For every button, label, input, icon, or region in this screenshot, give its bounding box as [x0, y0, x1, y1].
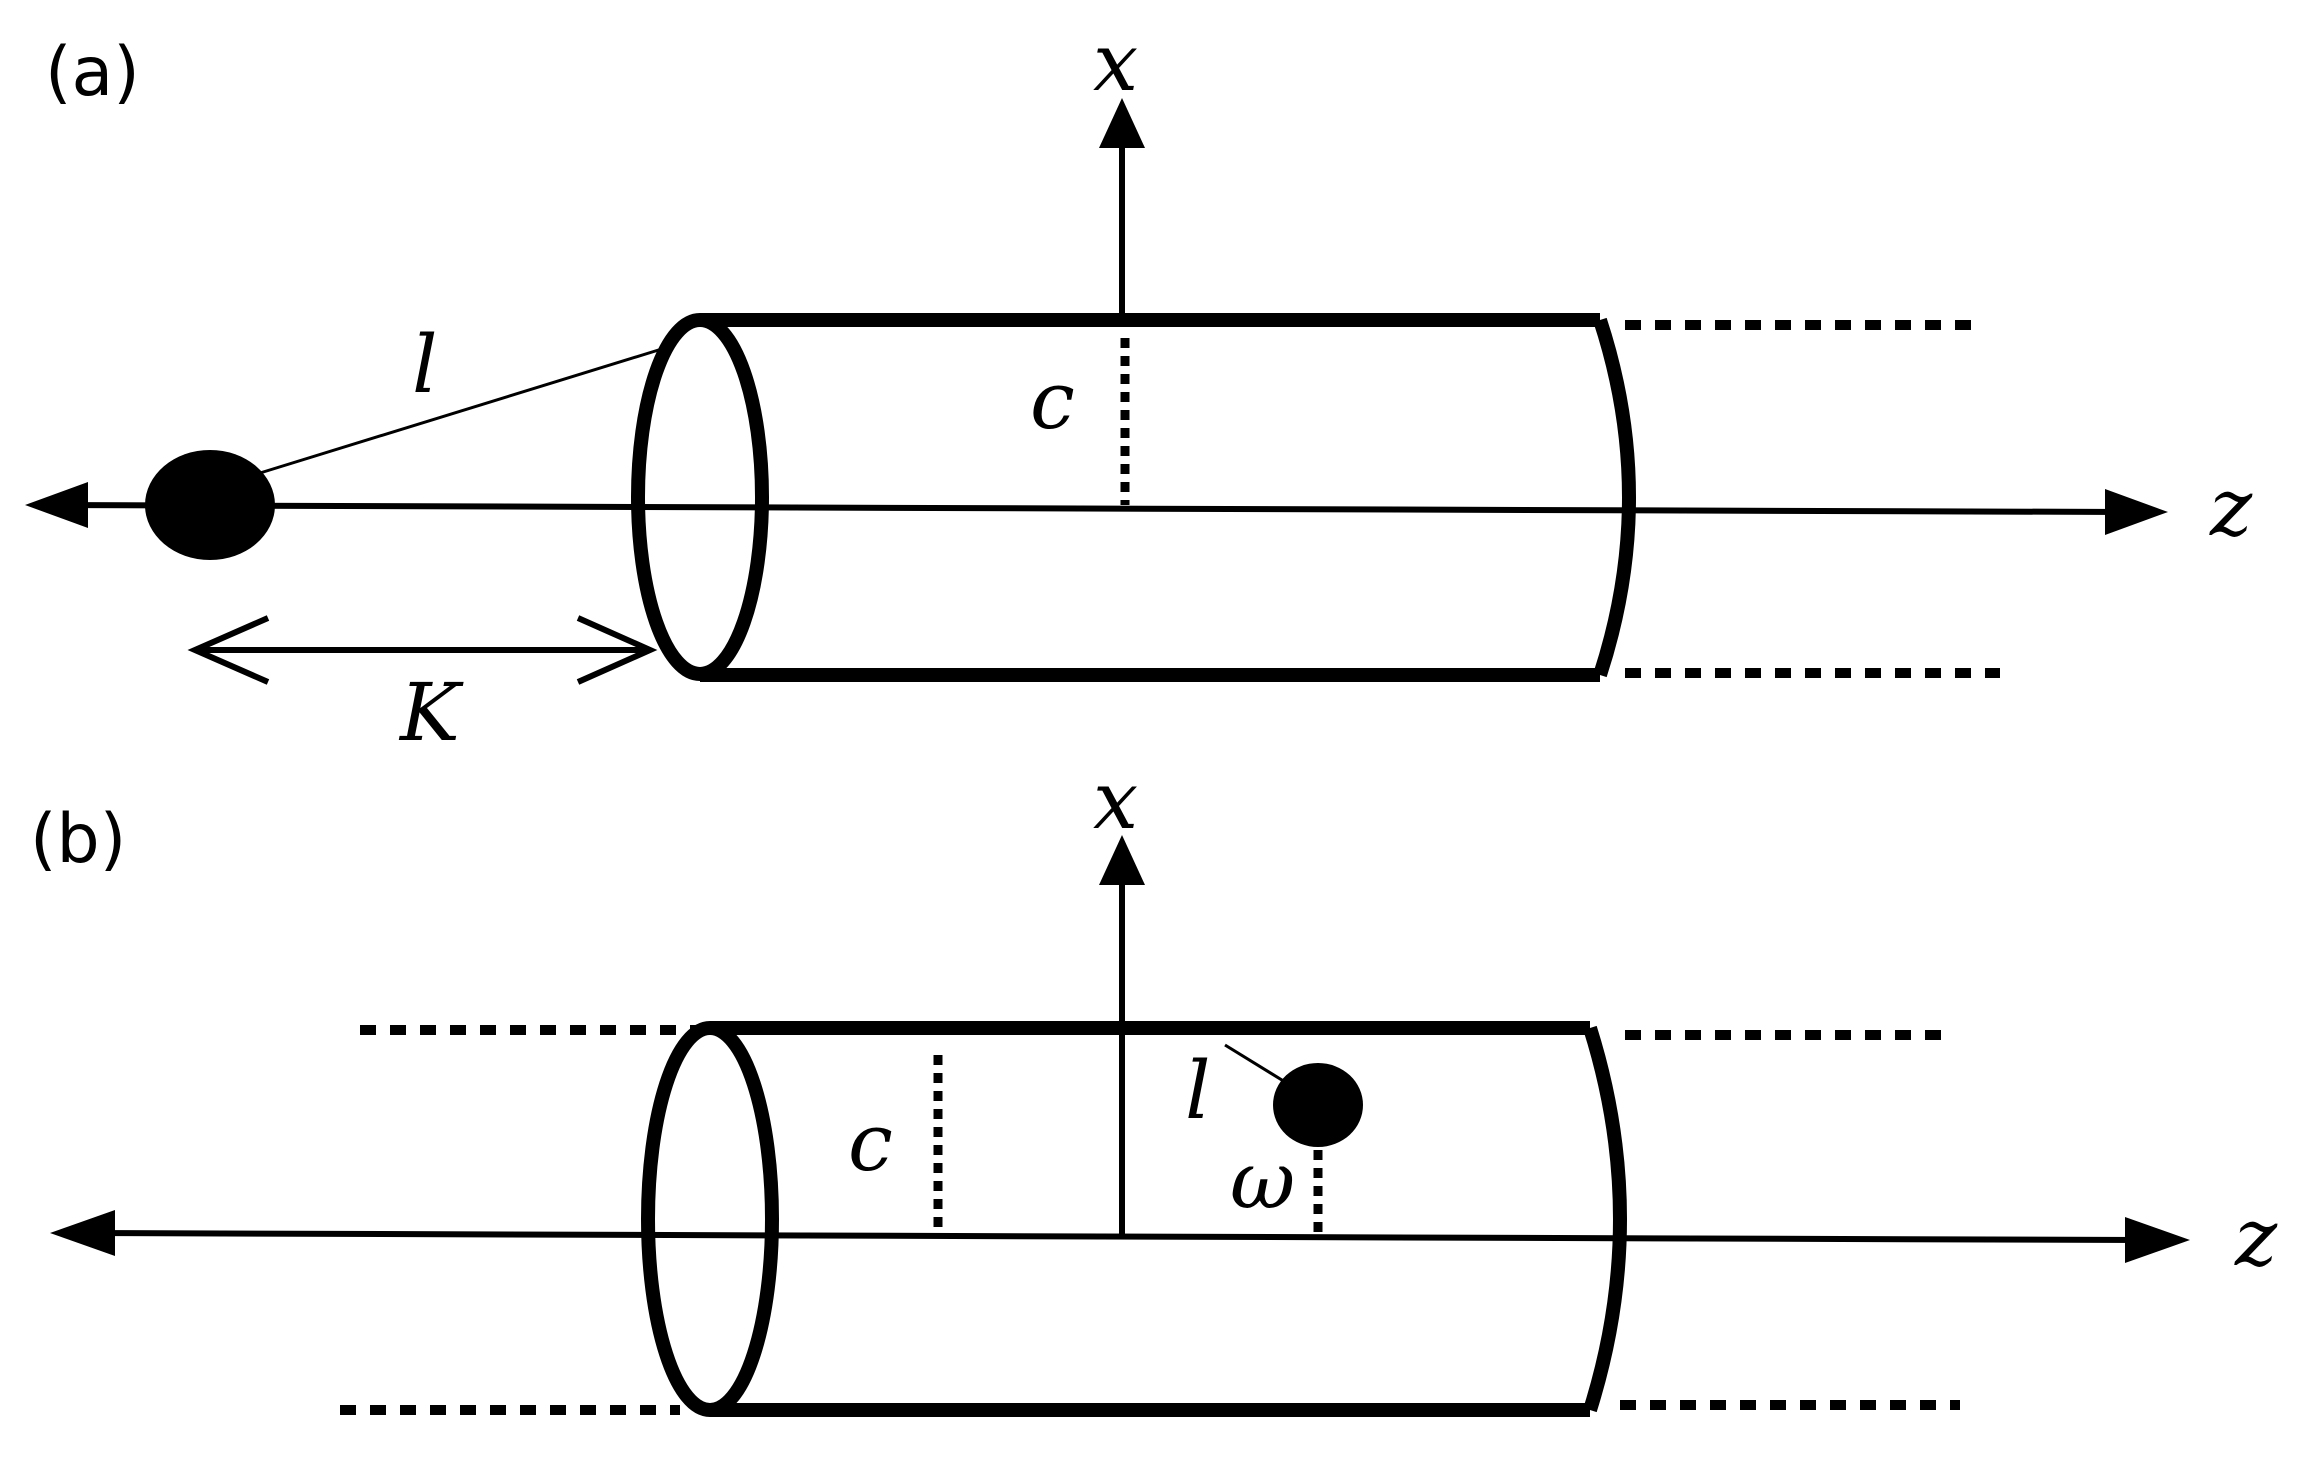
panel-a-x-axis [1099, 98, 1145, 318]
panel-b-cylinder [641, 1021, 1627, 1417]
panel-b-x-label: x [1093, 754, 1138, 847]
panel-b-length-line [1224, 1043, 1291, 1087]
panel-b-particle [1273, 1063, 1363, 1147]
panel-b-offset-label: ω [1230, 1134, 1295, 1227]
panel-a-cylinder [631, 313, 1636, 682]
panel-a-distance-label: K [398, 666, 464, 759]
panel-a-distance-arrow [187, 615, 658, 685]
panel-b: (b) z x c l [30, 754, 2278, 1417]
panel-b-radius-label: c [848, 1096, 893, 1189]
panel-a-x-label: x [1093, 16, 1138, 109]
panel-a-particle [145, 450, 275, 560]
panel-a-label: (a) [45, 33, 140, 112]
panel-b-x-axis [1099, 835, 1145, 1235]
panel-a-z-label: z [2209, 461, 2253, 554]
panel-b-length-label: l [1185, 1044, 1211, 1137]
panel-a-radius-label: c [1030, 354, 1075, 447]
panel-b-z-label: z [2234, 1191, 2278, 1284]
panel-a: (a) z x c l [25, 16, 2253, 759]
panel-a-length-line [259, 346, 666, 475]
panel-a-z-axis [25, 482, 2168, 535]
panel-b-label: (b) [30, 800, 126, 879]
panel-a-length-label: l [412, 318, 438, 411]
panel-b-z-axis [50, 1210, 2190, 1263]
